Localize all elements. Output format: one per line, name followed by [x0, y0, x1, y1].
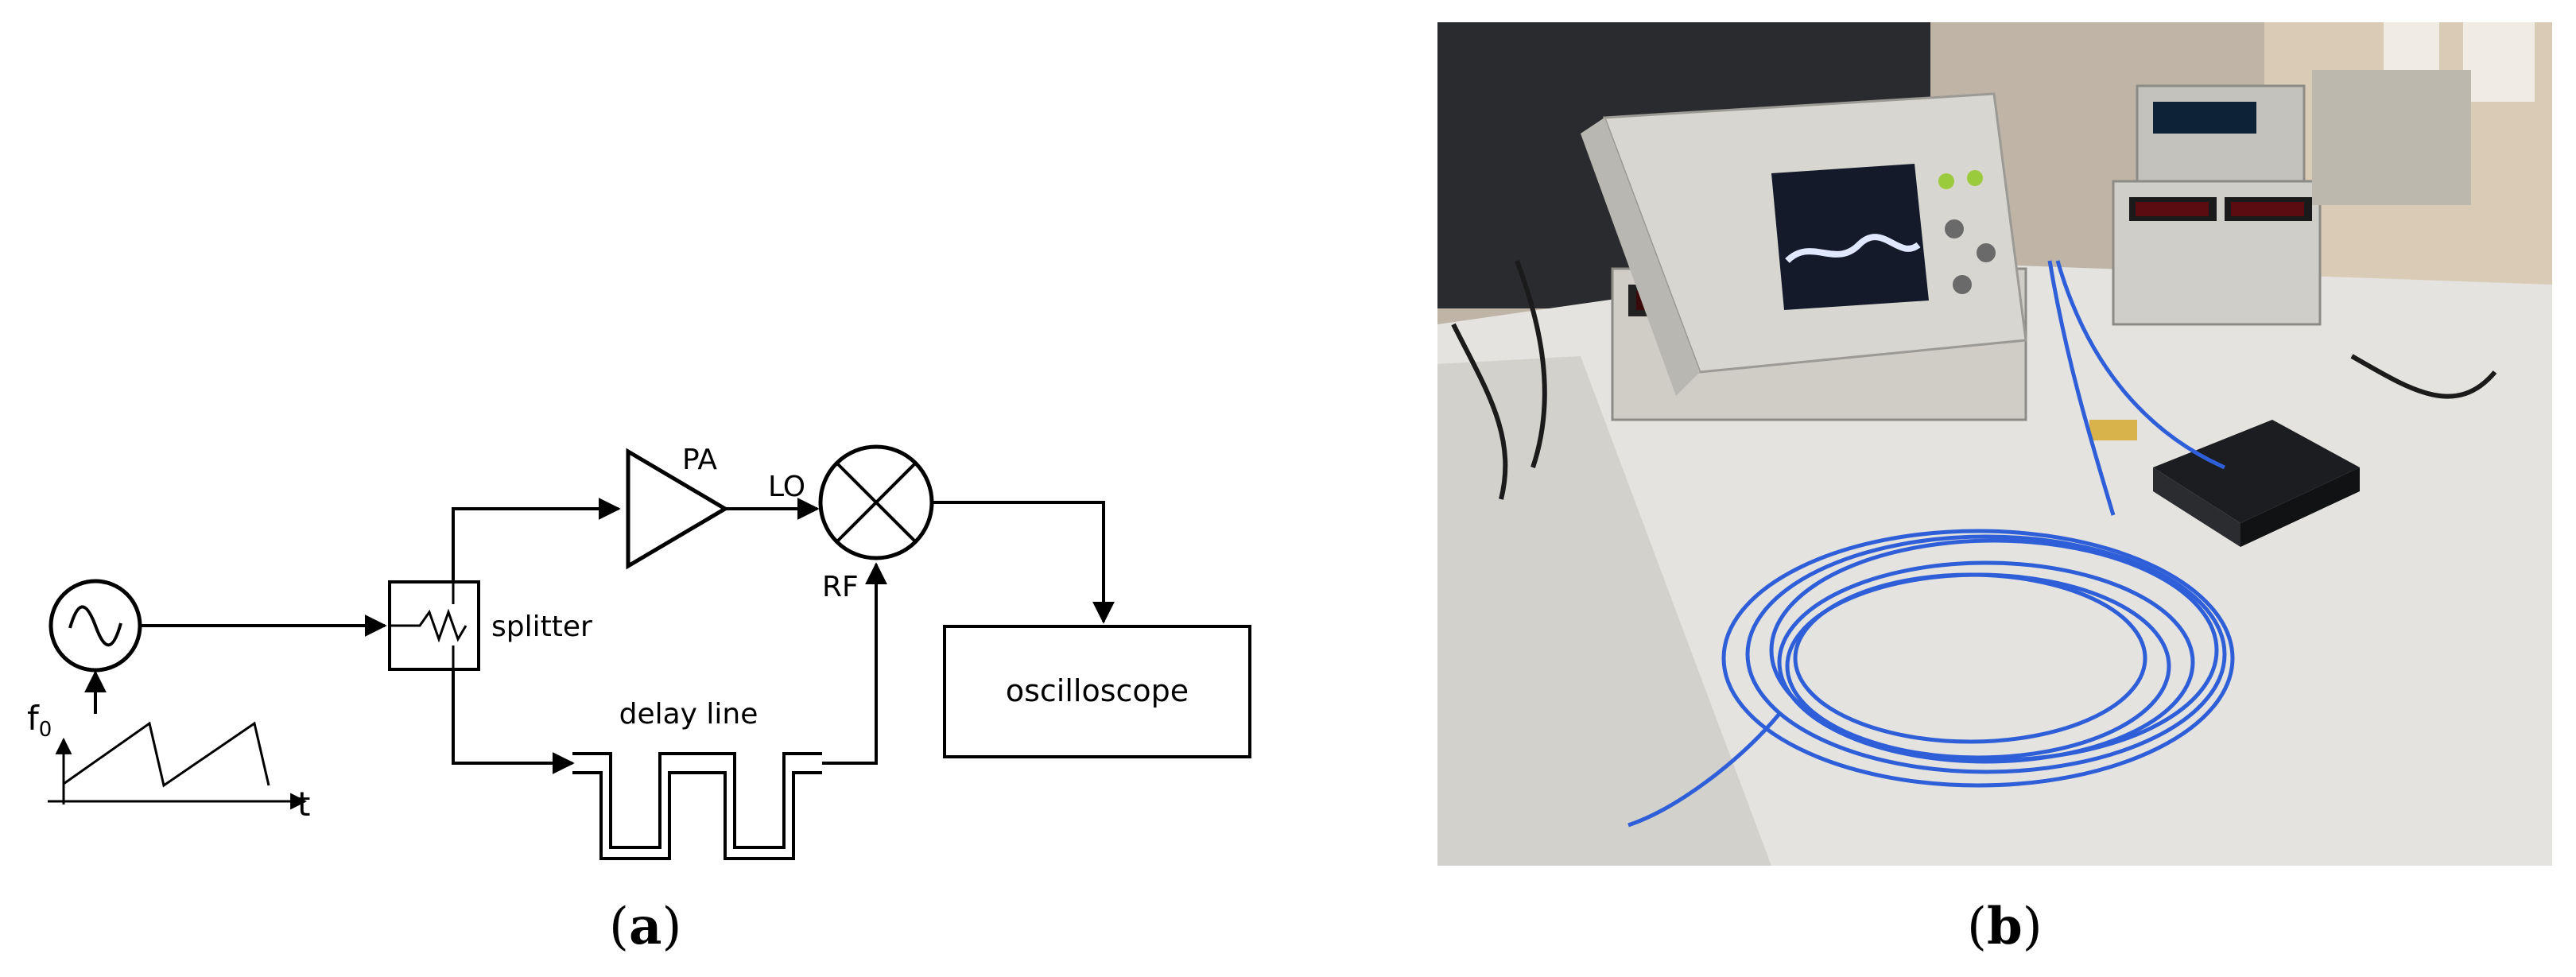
splitter-to-delay-line	[452, 669, 575, 774]
f0-axis-label: f0	[27, 699, 52, 742]
photo-illustration	[1437, 22, 2552, 866]
signal-source-icon	[48, 579, 142, 673]
oscilloscope-photo	[1581, 92, 2027, 396]
t-axis-label: t	[297, 785, 310, 824]
power-cables	[1451, 259, 2497, 500]
power-supply-photo	[2112, 70, 2471, 326]
lo-label: LO	[768, 471, 805, 503]
block-diagram: f0 t splitter PA LO RF oscilloscope dela…	[27, 444, 1251, 860]
oscilloscope-label: oscilloscope	[1006, 673, 1189, 708]
delay-line-icon	[572, 752, 822, 860]
power-amplifier-icon	[626, 448, 729, 570]
splitter-label: splitter	[491, 611, 592, 643]
sweep-plot	[48, 721, 308, 810]
splitter-to-pa-line	[452, 498, 621, 582]
rf-label: RF	[822, 571, 859, 603]
amplifier-heatsink-photo	[2089, 420, 2360, 547]
mixer-to-oscilloscope-line	[932, 501, 1115, 624]
caption-b: (b)	[1967, 897, 2043, 956]
delay-to-mixer-line	[822, 562, 887, 765]
mixer-icon	[818, 444, 934, 560]
delay-line-label: delay line	[619, 698, 758, 731]
caption-a: (a)	[609, 897, 682, 956]
lab-setup-photo	[1437, 22, 2552, 866]
splitter-icon	[388, 580, 480, 671]
oscilloscope-box	[943, 625, 1251, 758]
blue-cable-coil	[1627, 260, 2235, 828]
pa-label: PA	[682, 444, 717, 476]
